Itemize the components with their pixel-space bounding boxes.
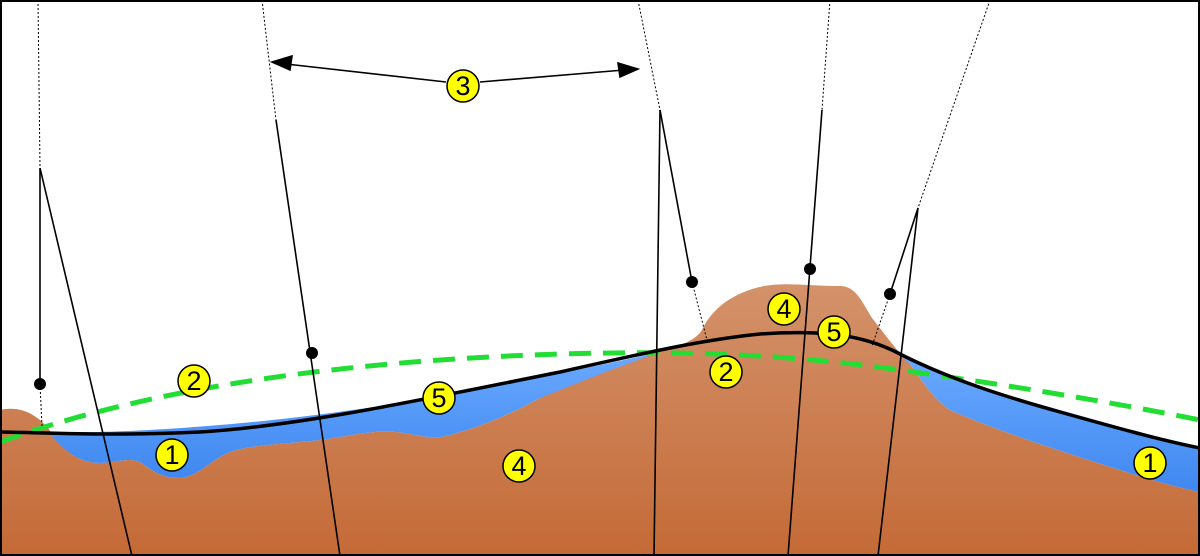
line-3-vertical: [653, 109, 661, 556]
plumb-bob-1: [34, 378, 46, 390]
marker-water-right: 1: [1133, 446, 1167, 480]
marker-circle: [446, 69, 480, 103]
line-1-dotted: [37, 0, 41, 169]
marker-crust-mountain: 4: [767, 292, 801, 326]
line-5-vertical: [877, 207, 919, 556]
plumb-lines: [37, 0, 991, 556]
marker-label: 5: [431, 383, 446, 413]
surface-curve: [0, 330, 1200, 450]
marker-label: 2: [718, 357, 733, 387]
marker-label: 1: [1142, 448, 1157, 478]
marker-water-left: 1: [155, 438, 189, 472]
marker-surface-mountain: 5: [817, 315, 851, 349]
marker-arrow-label: 3: [446, 69, 480, 103]
marker-crust-main: 4: [502, 449, 536, 483]
water-left-basin: [48, 352, 660, 478]
plumb-bobs: [34, 263, 896, 390]
marker-circle: [767, 292, 801, 326]
arrow-left-head: [269, 54, 293, 72]
marker-label: 3: [455, 71, 470, 101]
marker-circle: [177, 364, 211, 398]
line-1-dotted-lower: [39, 383, 43, 427]
arrow-left-shaft: [285, 63, 447, 83]
dashed-curve: [0, 350, 1200, 445]
plumb-bob-3: [686, 276, 698, 288]
marker-label: 2: [186, 366, 201, 396]
marker-dashed-left: 2: [177, 364, 211, 398]
line-3-slanted: [659, 109, 693, 283]
line-2-dotted: [261, 0, 277, 121]
plumb-bob-2: [306, 347, 318, 359]
deflection-arrow: [269, 54, 641, 83]
marker-circle: [709, 355, 743, 389]
line-5-dotted-lower: [871, 293, 891, 347]
marker-circle: [155, 438, 189, 472]
line-4-solid: [787, 109, 823, 556]
line-5-slanted: [889, 207, 919, 295]
line-2-solid: [275, 119, 341, 556]
arrow-right-shaft: [479, 69, 625, 83]
plumb-bob-4: [804, 263, 816, 275]
line-3-dotted: [637, 0, 661, 111]
marker-label: 1: [164, 440, 179, 470]
line-5-dotted: [917, 0, 991, 209]
marker-circle: [502, 449, 536, 483]
terrain: [0, 284, 1200, 556]
marker-label: 4: [776, 294, 791, 324]
marker-circle: [817, 315, 851, 349]
marker-circle: [422, 381, 456, 415]
plumb-bob-5: [884, 288, 896, 300]
marker-circle: [1133, 446, 1167, 480]
marker-dashed-center: 2: [709, 355, 743, 389]
arrow-right-head: [617, 61, 641, 79]
marker-surface-left: 5: [422, 381, 456, 415]
water-right: [900, 356, 1200, 492]
line-3-dotted-lower: [691, 281, 709, 345]
marker-label: 5: [826, 317, 841, 347]
marker-label: 4: [511, 451, 526, 481]
line-1-slanted: [39, 167, 133, 556]
